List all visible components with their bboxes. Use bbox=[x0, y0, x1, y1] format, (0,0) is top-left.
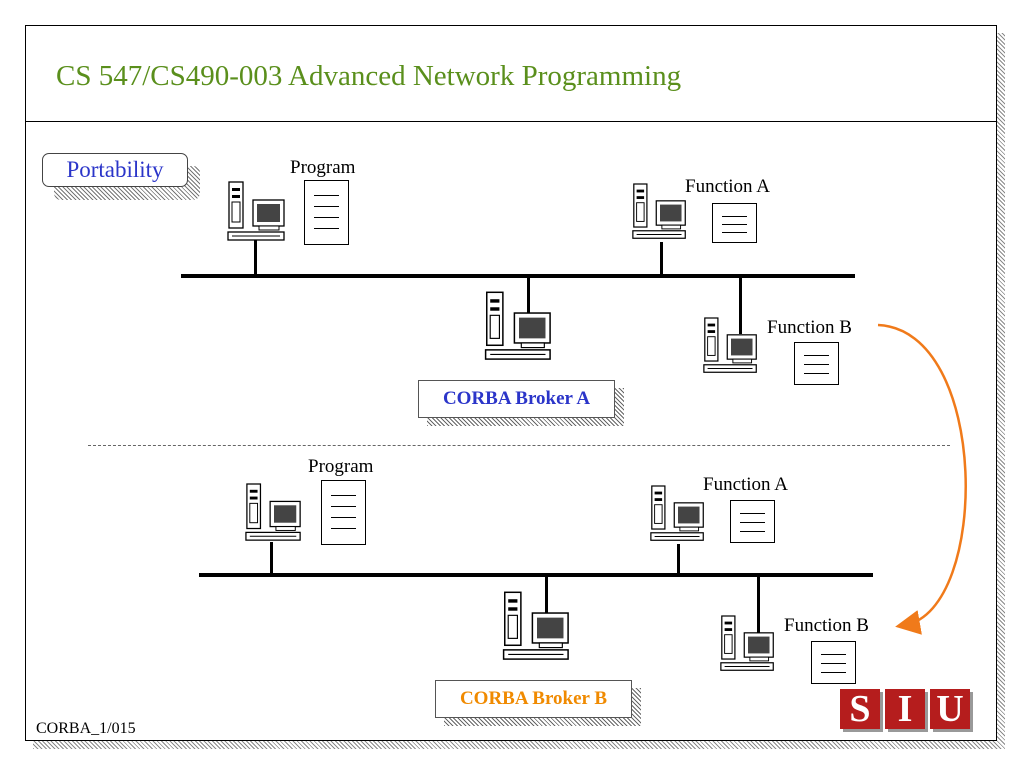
top-broker-pc-link bbox=[527, 276, 530, 316]
bottom-broker-pc-link bbox=[545, 575, 548, 615]
computer-icon bbox=[649, 484, 707, 546]
computer-icon bbox=[244, 482, 304, 546]
corba-broker-b-box: CORBA Broker B bbox=[435, 680, 632, 718]
corba-broker-a-box: CORBA Broker A bbox=[418, 380, 615, 418]
top-function-a-label: Function A bbox=[685, 176, 770, 197]
bottom-network-bus bbox=[199, 573, 873, 577]
siu-logo: S I U bbox=[840, 689, 980, 731]
document-icon bbox=[712, 203, 757, 243]
computer-icon bbox=[501, 590, 573, 666]
top-program-label: Program bbox=[290, 157, 356, 178]
siu-logo-letter: S bbox=[840, 689, 880, 729]
title-divider bbox=[26, 121, 996, 122]
computer-icon bbox=[483, 290, 555, 366]
document-icon bbox=[304, 180, 349, 245]
bottom-function-a-pc-link bbox=[677, 544, 680, 575]
top-function-a-pc-link bbox=[660, 242, 663, 276]
document-icon bbox=[794, 342, 839, 385]
slide-footer-code: CORBA_1/015 bbox=[36, 720, 136, 737]
document-icon bbox=[321, 480, 366, 545]
top-network-bus bbox=[181, 274, 855, 278]
top-function-b-pc-link bbox=[739, 276, 742, 334]
bottom-function-b-pc-link bbox=[757, 575, 760, 633]
computer-icon bbox=[631, 182, 689, 244]
computer-icon bbox=[702, 316, 760, 378]
slide-title: CS 547/CS490-003 Advanced Network Progra… bbox=[56, 60, 682, 92]
top-function-b-label: Function B bbox=[767, 317, 852, 338]
scenario-separator bbox=[88, 445, 950, 446]
bottom-program-label: Program bbox=[308, 456, 374, 477]
siu-logo-letter: I bbox=[885, 689, 925, 729]
bottom-function-b-label: Function B bbox=[784, 615, 869, 636]
document-icon bbox=[730, 500, 775, 543]
bottom-function-a-label: Function A bbox=[703, 474, 788, 495]
computer-icon bbox=[226, 180, 288, 246]
document-icon bbox=[811, 641, 856, 684]
siu-logo-letter: U bbox=[930, 689, 970, 729]
computer-icon bbox=[719, 614, 777, 676]
bottom-program-pc-link bbox=[270, 542, 273, 575]
topic-box: Portability bbox=[42, 153, 188, 187]
top-program-pc-link bbox=[254, 240, 257, 276]
